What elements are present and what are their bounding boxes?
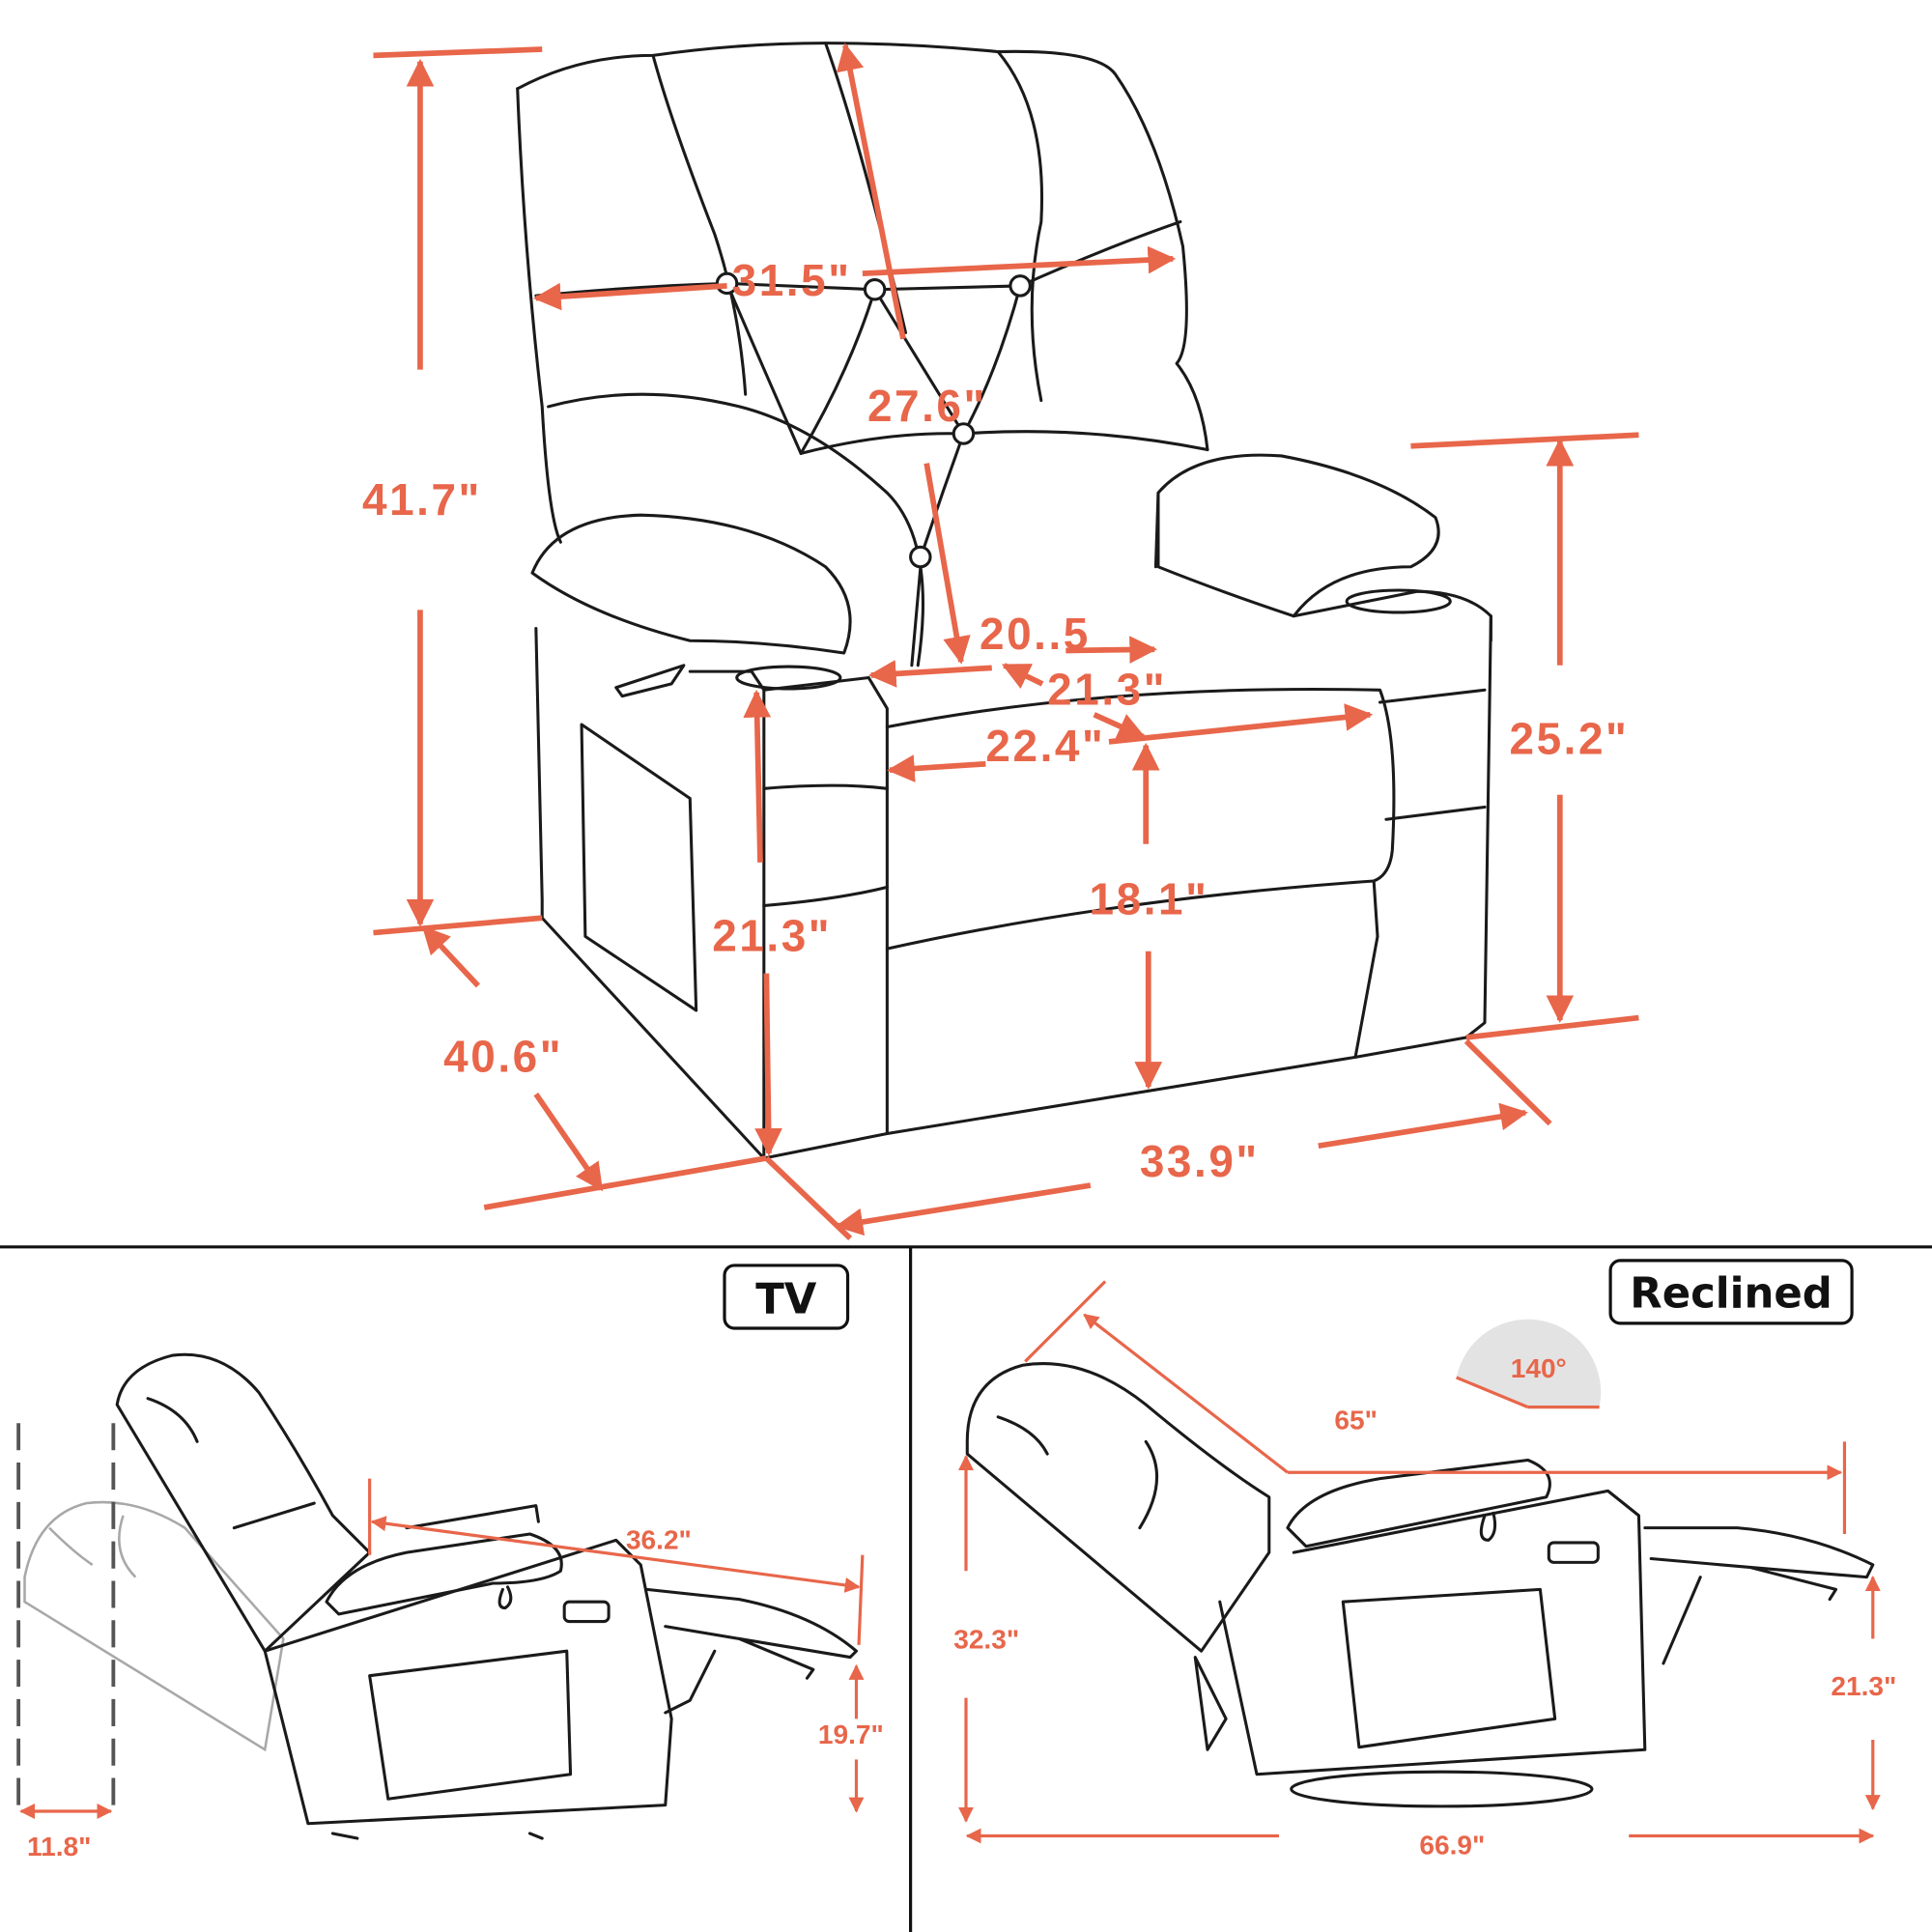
tv-chair-drawing — [115, 1352, 859, 1840]
main-dimension-lines — [373, 43, 1639, 1240]
seat-width-back-label: 20..5 — [980, 609, 1091, 659]
arm-height-label: 25.2" — [1510, 714, 1630, 764]
depth-label: 40.6" — [443, 1032, 563, 1082]
total-height-label: 41.7" — [362, 474, 482, 525]
reclined-tag — [1608, 1259, 1854, 1325]
tv-panel: TV 36.2" 19.7" 11.8" — [16, 1264, 884, 1861]
reclined-length-label: 65" — [1334, 1406, 1377, 1435]
reclined-tag-label: Reclined — [1630, 1269, 1833, 1318]
reclined-panel: Reclined 140° 65" 32.3" 21.3" 66.9" — [953, 1259, 1896, 1861]
reclined-total-length-label: 66.9" — [1419, 1831, 1485, 1861]
reclined-height-label: 32.3" — [953, 1625, 1019, 1655]
tv-tag-label: TV — [755, 1276, 817, 1324]
seat-width-label: 22.4" — [985, 721, 1105, 771]
tv-length-label: 36.2" — [626, 1524, 692, 1554]
reclined-chair-drawing — [965, 1362, 1875, 1808]
width-label: 33.9" — [1140, 1136, 1260, 1186]
tv-footrest-height-label: 19.7" — [818, 1719, 884, 1749]
reclined-footrest-height-label: 21.3" — [1831, 1671, 1896, 1701]
tv-ghost-chair — [23, 1500, 285, 1752]
recline-angle-label: 140° — [1511, 1353, 1567, 1383]
main-dimension-labels: 31.5" 27.6" 41.7" 20..5 21.3" 22.4" 25.2… — [362, 255, 1630, 1186]
arm-front-height-label: 21.3" — [712, 911, 832, 961]
seat-depth-label: 21.3" — [1047, 665, 1167, 715]
tv-tag — [723, 1264, 850, 1330]
back-height-label: 27.6" — [867, 381, 987, 431]
tv-wall-clearance-label: 11.8" — [27, 1832, 91, 1861]
front-chair-drawing — [516, 42, 1492, 1160]
seat-height-label: 18.1" — [1090, 873, 1209, 923]
width-top-label: 31.5" — [732, 255, 852, 305]
angle-indicator: 140° — [1456, 1319, 1602, 1409]
